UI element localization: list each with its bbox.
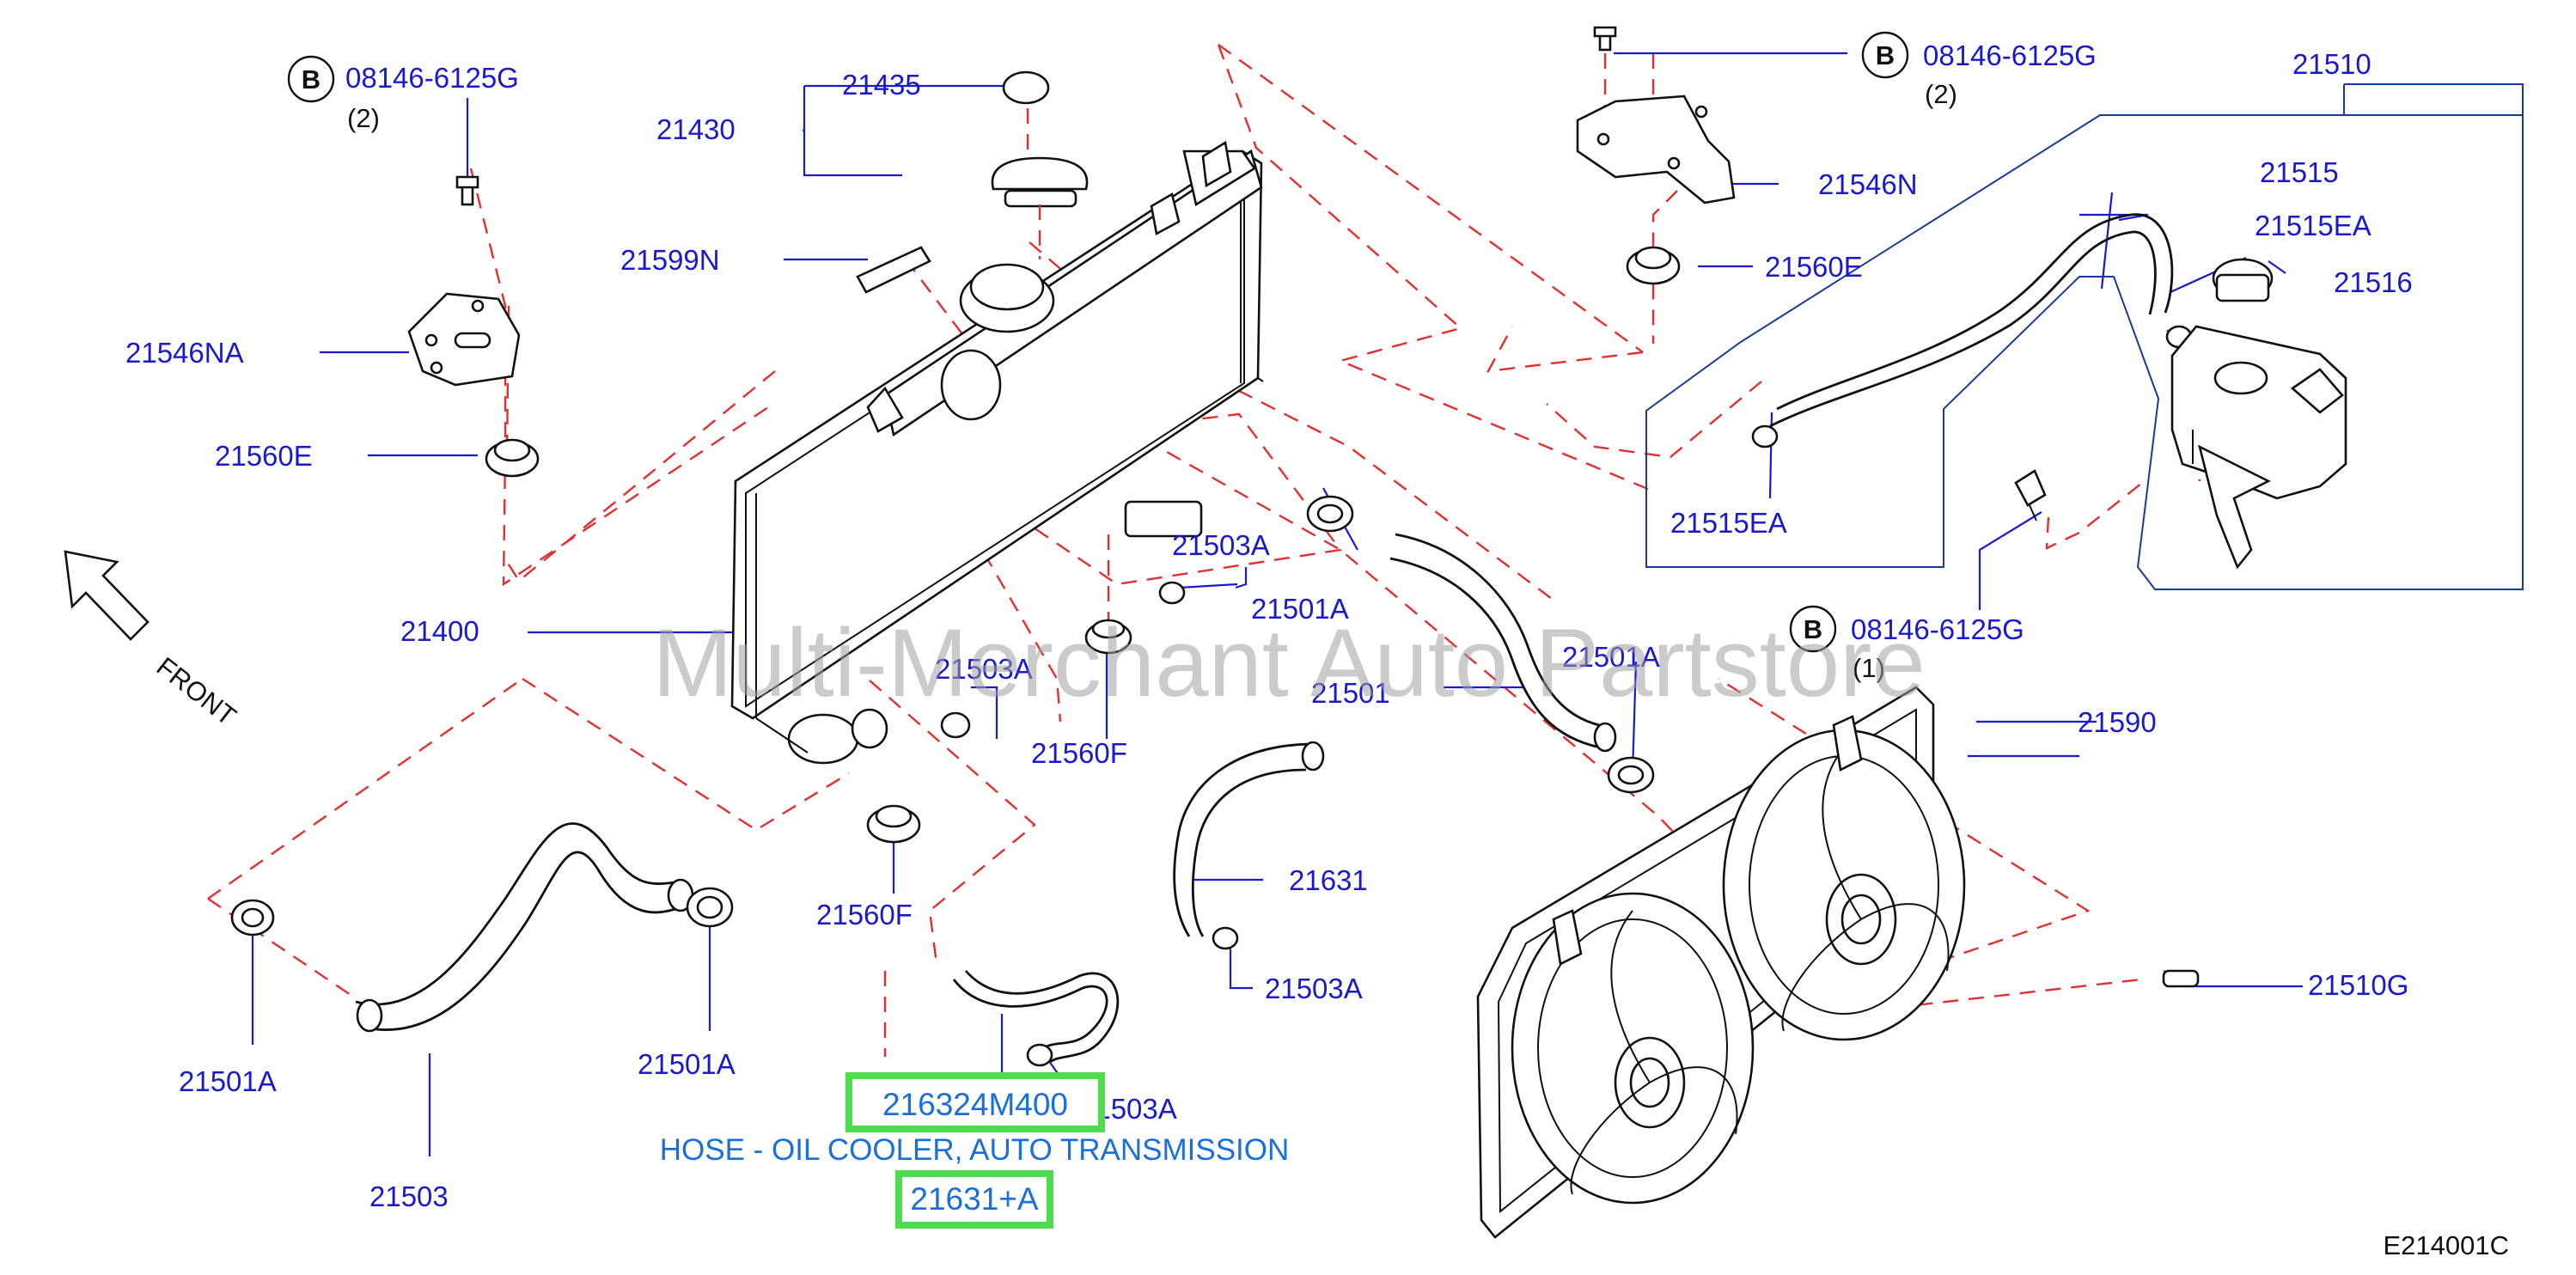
part-label-21503a-low[interactable]: 21503A — [1265, 973, 1363, 1004]
part-label-21400[interactable]: 21400 — [400, 615, 479, 647]
part-label-21560e-right[interactable]: 21560E — [1765, 251, 1863, 283]
part-label-21501a-mid[interactable]: 21501A — [1251, 593, 1349, 625]
bolt-ref-circle-top — [1861, 31, 1909, 79]
bolt-ref-top: B 08146-6125G (2) — [1861, 31, 2097, 109]
bolt-ref-letter-right: B — [1804, 614, 1822, 644]
radiator-cap-group — [856, 70, 1089, 294]
radiator-core — [730, 140, 1264, 765]
fan-shroud — [1476, 686, 2200, 1239]
part-label-21560e-left[interactable]: 21560E — [215, 440, 313, 472]
bolt-ref-qty-top: (2) — [1925, 79, 1957, 109]
diagram-code: E214001C — [2383, 1230, 2509, 1260]
part-label-21510g[interactable]: 21510G — [2308, 969, 2408, 1001]
part-label-21631[interactable]: 21631 — [1289, 864, 1368, 896]
bolt-ref-left: B 08146-6125G (2) — [287, 55, 519, 133]
reservoir-tank — [2014, 258, 2347, 570]
part-label-21515[interactable]: 21515 — [2260, 156, 2339, 188]
highlight-part-description: HOSE - OIL COOLER, AUTO TRANSMISSION — [660, 1133, 1290, 1167]
part-labels: 21435 21430 21599N 21546NA 21560E 21400 … — [125, 48, 2413, 1212]
bolt-ref-code-top: 08146-6125G — [1923, 40, 2097, 71]
front-label: FRONT — [151, 651, 242, 731]
part-label-21510[interactable]: 21510 — [2292, 48, 2372, 80]
part-label-21503[interactable]: 21503 — [369, 1180, 449, 1212]
highlighted-part[interactable]: 216324M400 HOSE - OIL COOLER, AUTO TRANS… — [660, 1072, 1290, 1229]
highlight-part-number[interactable]: 216324M400 — [882, 1087, 1068, 1122]
part-label-21515ea-top[interactable]: 21515EA — [2255, 210, 2372, 241]
bolt-ref-right: B 08146-6125G (1) — [1789, 605, 2024, 683]
highlight-ref-number[interactable]: 21631+A — [910, 1181, 1038, 1217]
part-label-21503a-top[interactable]: 21503A — [1172, 529, 1270, 561]
bolt-ref-circle-left — [287, 55, 335, 103]
part-label-21599n[interactable]: 21599N — [620, 244, 720, 276]
part-label-21501a-right[interactable]: 21501A — [1562, 641, 1660, 673]
part-label-21501[interactable]: 21501 — [1311, 677, 1390, 709]
bolt-ref-code-right: 08146-6125G — [1851, 613, 2024, 645]
leader-lines — [251, 52, 2303, 1156]
part-label-21516[interactable]: 21516 — [2334, 266, 2413, 298]
clamps — [230, 325, 2193, 1067]
part-label-21560f-low[interactable]: 21560F — [816, 899, 913, 930]
bolt-ref-letter-top: B — [1876, 40, 1895, 70]
part-label-21501a-lowmid[interactable]: 21501A — [638, 1048, 736, 1080]
part-label-21430[interactable]: 21430 — [656, 113, 736, 145]
part-label-21515ea-low[interactable]: 21515EA — [1670, 507, 1787, 539]
front-arrow — [64, 550, 150, 641]
bolt-ref-qty-right: (1) — [1853, 653, 1885, 683]
watermark-text: Multi-Merchant Auto Partstore — [652, 609, 1925, 717]
bolt-ref-qty-left: (2) — [347, 103, 380, 133]
highlight-part-box — [845, 1072, 1105, 1132]
left-bracket — [407, 175, 540, 478]
part-label-21560f-mid[interactable]: 21560F — [1031, 737, 1127, 769]
part-label-21546na[interactable]: 21546NA — [125, 337, 244, 369]
part-label-21503a-mid[interactable]: 21503A — [935, 653, 1033, 685]
bolt-ref-code-left: 08146-6125G — [345, 62, 519, 94]
part-label-21435[interactable]: 21435 — [842, 69, 921, 101]
hoses — [355, 213, 2174, 1064]
bolt-ref-letter-left: B — [302, 64, 320, 95]
part-label-21590[interactable]: 21590 — [2078, 706, 2157, 738]
part-label-21501a-left[interactable]: 21501A — [179, 1065, 277, 1097]
bolt-ref-circle-right — [1789, 605, 1837, 653]
highlight-ref-box — [895, 1170, 1053, 1229]
reservoir-assembly-outline — [1645, 83, 2524, 590]
right-bracket — [1576, 26, 1736, 285]
part-label-21546n[interactable]: 21546N — [1818, 168, 1918, 200]
